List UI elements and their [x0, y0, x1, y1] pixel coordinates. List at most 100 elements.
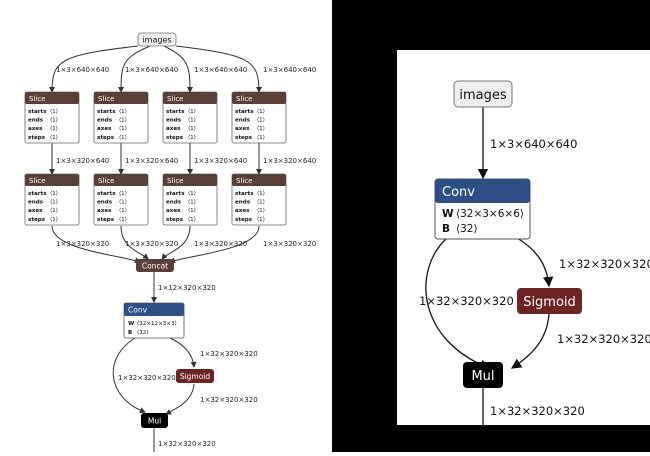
slice-attr-key: starts — [97, 109, 116, 115]
edge-label-conv-mul-r: 1×32×320×320 — [419, 294, 514, 308]
slice-node-header — [232, 174, 286, 186]
slice-attr-value: ⟨1⟩ — [119, 199, 127, 206]
slice-attr-value: ⟨1⟩ — [119, 190, 127, 197]
edge-conv-mul — [112, 337, 146, 414]
sigmoid-node-r — [517, 288, 582, 314]
slice-nodes: Slicestarts⟨1⟩ends⟨1⟩axes⟨1⟩steps⟨1⟩Slic… — [24, 91, 287, 226]
slice-attr-value: ⟨1⟩ — [50, 125, 58, 132]
slice-attr-key: steps — [235, 135, 253, 141]
edge-label-out-4: 1×3×320×320 — [263, 240, 316, 248]
conv-b-value-r: ⟨32⟩ — [456, 223, 478, 235]
slice-attr-key: axes — [166, 208, 181, 214]
slice-attr-value: ⟨1⟩ — [257, 216, 265, 223]
slice-attr-key: axes — [28, 126, 43, 132]
slice-attr-value: ⟨1⟩ — [119, 216, 127, 223]
slice-attr-value: ⟨1⟩ — [50, 117, 58, 124]
slice-attr-key: starts — [235, 109, 254, 115]
edge-label-in-r: 1×3×640×640 — [490, 137, 577, 151]
slice-attr-value: ⟨1⟩ — [50, 108, 58, 115]
images-node — [137, 32, 177, 47]
edge-label-conv-sigmoid: 1×32×320×320 — [200, 350, 258, 358]
slice-attr-key: axes — [166, 126, 181, 132]
edge-label-in-3: 1×3×640×640 — [194, 66, 247, 74]
mul-node — [141, 413, 168, 428]
slice-node-header — [25, 174, 79, 186]
slice-attr-value: ⟨1⟩ — [119, 207, 127, 214]
slice-node-title: Slice — [98, 95, 115, 103]
edge-sigmoid-mul-r — [510, 313, 550, 369]
conv-w-value: ⟨32×12×3×3⟩ — [137, 320, 177, 327]
slice-attr-value: ⟨1⟩ — [188, 134, 196, 141]
edge-slice8-concat — [169, 225, 260, 264]
slice-attr-value: ⟨1⟩ — [257, 134, 265, 141]
edge-label-mul-out-r: 1×32×320×320 — [490, 404, 585, 418]
sigmoid-node — [176, 369, 214, 383]
concat-node — [136, 259, 174, 272]
edge-label-in-2: 1×3×640×640 — [125, 66, 178, 74]
slice-attr-key: steps — [97, 135, 115, 141]
edge-label-mul-out: 1×32×320×320 — [158, 440, 216, 448]
edge-label-concat: 1×12×320×320 — [158, 284, 216, 292]
slice-attr-key: ends — [166, 118, 182, 124]
conv-w-key: W — [128, 321, 134, 327]
edge-label-mid-3: 1×3×320×640 — [194, 157, 247, 165]
slice-node-header — [232, 92, 286, 104]
slice-node-header — [163, 174, 217, 186]
slice-attr-key: ends — [235, 200, 251, 206]
slice-attr-value: ⟨1⟩ — [50, 134, 58, 141]
slice-attr-key: ends — [235, 118, 251, 124]
slice-node-title: Slice — [167, 95, 184, 103]
edge-conv-sigmoid-r — [516, 237, 554, 288]
slice-attr-key: steps — [28, 135, 46, 141]
images-node-label: images — [142, 36, 171, 45]
slice-attr-value: ⟨1⟩ — [188, 216, 196, 223]
slice-attr-key: ends — [166, 200, 182, 206]
optimized-graph-panel: images 1×3×640×640 Conv W ⟨32×3×6×6⟩ B ⟨… — [332, 0, 650, 452]
mul-node-label: Mul — [148, 417, 161, 426]
edge-images-slice2 — [118, 45, 151, 93]
mul-node-label-r: Mul — [471, 369, 494, 384]
edge-slice7-concat — [161, 225, 191, 260]
conv-node-header — [124, 303, 184, 316]
sigmoid-node-label-r: Sigmoid — [523, 295, 576, 310]
edge-label-mid-2: 1×3×320×640 — [125, 157, 178, 165]
slice-attr-key: steps — [235, 217, 253, 223]
edge-slice5-concat — [51, 225, 141, 264]
slice-attr-key: axes — [97, 126, 112, 132]
slice-attr-key: starts — [28, 191, 47, 197]
edge-label-out-3: 1×3×320×320 — [194, 240, 247, 248]
slice-attr-value: ⟨1⟩ — [188, 207, 196, 214]
conv-b-value: ⟨32⟩ — [137, 329, 148, 336]
edge-label-conv-mul: 1×32×320×320 — [118, 374, 176, 382]
slice-attr-value: ⟨1⟩ — [188, 117, 196, 124]
slice-attr-value: ⟨1⟩ — [257, 207, 265, 214]
slice-attr-value: ⟨1⟩ — [119, 108, 127, 115]
edge-conv-mul-r — [425, 237, 491, 370]
original-graph-svg: images 1×3×640×640 1×3×640×640 1×3×640×6… — [24, 32, 316, 452]
edge-label-conv-sigmoid-r: 1×32×320×320 — [559, 257, 650, 271]
slice-attr-value: ⟨1⟩ — [188, 190, 196, 197]
conv-w-value-r: ⟨32×3×6×6⟩ — [456, 208, 524, 220]
conv-node-title: Conv — [128, 306, 148, 315]
slice-attr-key: starts — [28, 109, 47, 115]
slice-attr-key: starts — [166, 191, 185, 197]
edge-label-mid-1: 1×3×320×640 — [56, 157, 109, 165]
edge-label-in-1: 1×3×640×640 — [56, 66, 109, 74]
edge-label-in-4: 1×3×640×640 — [263, 66, 316, 74]
slice-attr-value: ⟨1⟩ — [188, 125, 196, 132]
slice-node-title: Slice — [236, 177, 253, 185]
edge-label-out-1: 1×3×320×320 — [56, 240, 109, 248]
slice-node-header — [94, 92, 148, 104]
edge-conv-sigmoid — [169, 337, 197, 368]
edge-images-slice3 — [163, 45, 193, 93]
slice-attr-key: axes — [235, 208, 250, 214]
edge-sigmoid-mul — [165, 383, 195, 415]
slice-attr-key: starts — [97, 191, 116, 197]
edge-slice6-concat — [120, 225, 149, 260]
